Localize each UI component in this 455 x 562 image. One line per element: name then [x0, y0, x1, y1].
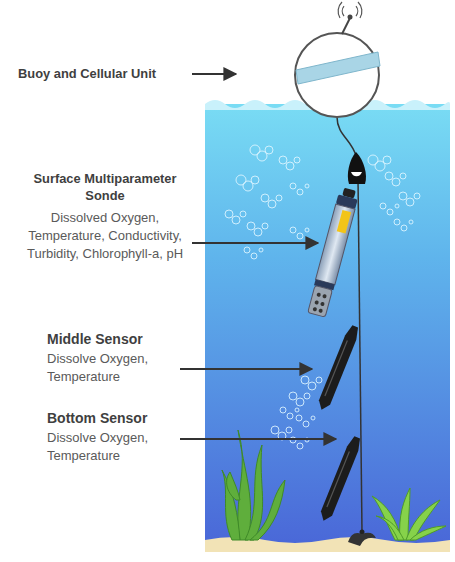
parameter-list: Dissolved Oxygen, Temperature, Conductiv…	[25, 209, 185, 264]
bubble	[276, 195, 282, 201]
bubble	[305, 184, 309, 188]
bubble	[380, 203, 386, 209]
bubble	[265, 146, 273, 154]
bubble	[399, 192, 407, 200]
bubble	[392, 178, 400, 186]
bubble	[279, 156, 287, 164]
bubble	[262, 223, 268, 229]
leader-arrow	[180, 438, 336, 440]
part-name: Bottom Sensor	[47, 409, 177, 427]
anchor	[348, 530, 376, 547]
seaweed	[222, 430, 285, 540]
leader-arrow	[180, 368, 312, 370]
leader-arrow	[192, 242, 318, 244]
bubble	[368, 155, 378, 165]
bubble	[290, 227, 296, 233]
bubble	[296, 415, 302, 421]
bubble	[225, 210, 233, 218]
bubble	[297, 233, 303, 239]
bubble	[296, 398, 304, 406]
bubble	[308, 382, 316, 390]
mooring-line	[358, 178, 362, 532]
parameter-list: Dissolve Oxygen, Temperature	[47, 429, 175, 465]
bubble	[311, 416, 315, 420]
bubble	[409, 220, 413, 224]
bubble	[316, 377, 322, 383]
bubble	[290, 183, 296, 189]
bubble	[294, 157, 300, 163]
float	[348, 152, 366, 184]
bubble	[400, 173, 406, 179]
bubble	[251, 253, 257, 259]
bubble	[385, 172, 393, 180]
water	[205, 104, 450, 544]
bubble	[286, 427, 292, 433]
bubble	[232, 216, 240, 224]
bubble	[271, 426, 279, 434]
bubble	[289, 392, 297, 400]
tether	[337, 117, 356, 156]
bubble	[250, 145, 260, 155]
bubble	[304, 393, 310, 399]
bubble	[268, 200, 276, 208]
bubble	[305, 228, 309, 232]
multiparameter-sonde	[307, 187, 360, 318]
bubble	[394, 219, 400, 225]
leader-arrows	[180, 74, 336, 439]
bubble	[395, 204, 399, 208]
bubble	[297, 189, 303, 195]
bubble	[244, 247, 250, 253]
parameter-list: Dissolve Oxygen, Temperature	[47, 350, 175, 386]
bubble	[301, 376, 309, 384]
bottom-sensor	[318, 435, 363, 523]
bubble	[295, 408, 299, 412]
sea-grass	[372, 488, 446, 540]
bubble	[297, 443, 303, 449]
buoy	[295, 2, 380, 117]
bubble	[303, 421, 309, 427]
middle-sensor	[316, 324, 361, 412]
bubble	[251, 176, 259, 184]
bubble	[286, 162, 294, 170]
bubble	[280, 407, 286, 413]
part-name: Surface Multiparameter Sonde	[18, 171, 192, 204]
part-name: Buoy and Cellular Unit	[18, 66, 190, 83]
bubble	[414, 193, 420, 199]
bubble	[387, 209, 393, 215]
part-name: Middle Sensor	[47, 330, 177, 348]
bubble	[259, 248, 263, 252]
leader-arrow	[192, 73, 236, 75]
bubble	[261, 194, 269, 202]
bubble	[401, 225, 407, 231]
bubble	[236, 175, 246, 185]
bubbles	[225, 145, 420, 449]
bubble	[247, 222, 255, 230]
bubble	[240, 211, 246, 217]
bubble	[287, 413, 293, 419]
bubble	[406, 198, 414, 206]
bubble	[254, 228, 262, 236]
bubble	[383, 156, 391, 164]
